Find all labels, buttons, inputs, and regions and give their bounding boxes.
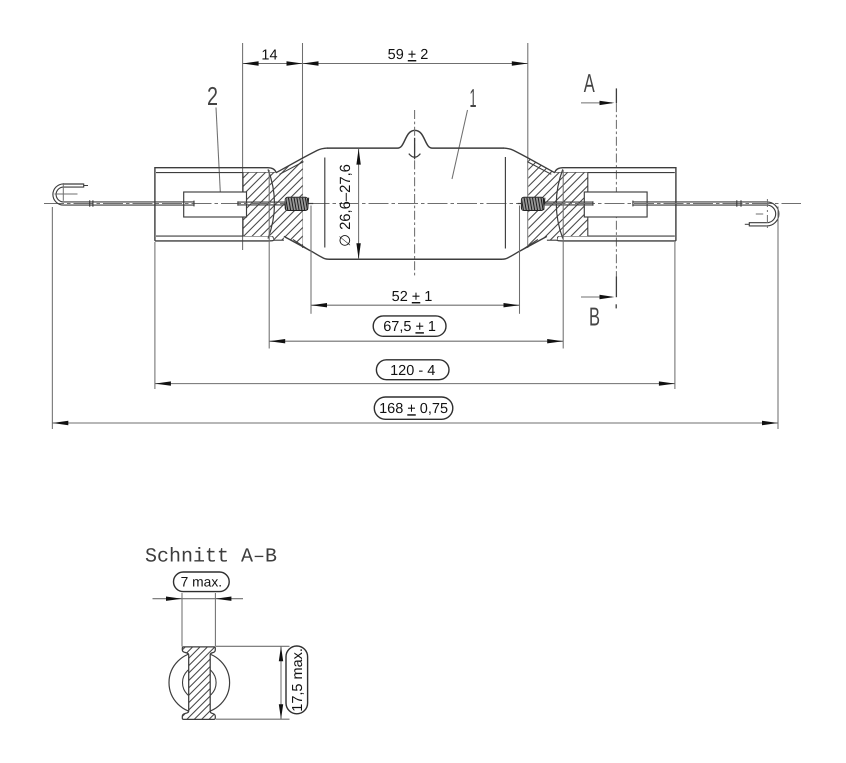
svg-text:17,5 max.: 17,5 max. — [290, 648, 306, 712]
svg-text:52 + 1: 52 + 1 — [392, 289, 433, 305]
svg-text:2: 2 — [207, 81, 218, 111]
svg-text:Schnitt A–B: Schnitt A–B — [145, 546, 277, 569]
svg-text:7 max.: 7 max. — [181, 575, 222, 590]
svg-text:∅ 26,6–27,6: ∅ 26,6–27,6 — [338, 164, 354, 247]
svg-text:120 - 4: 120 - 4 — [390, 363, 435, 379]
svg-text:14: 14 — [261, 48, 277, 64]
svg-text:168 + 0,75: 168 + 0,75 — [379, 401, 448, 417]
svg-text:A: A — [584, 68, 595, 98]
svg-text:1: 1 — [470, 83, 477, 113]
svg-text:B: B — [589, 302, 600, 332]
svg-text:67,5 + 1: 67,5 + 1 — [383, 319, 436, 335]
svg-text:59 + 2: 59 + 2 — [388, 47, 429, 63]
